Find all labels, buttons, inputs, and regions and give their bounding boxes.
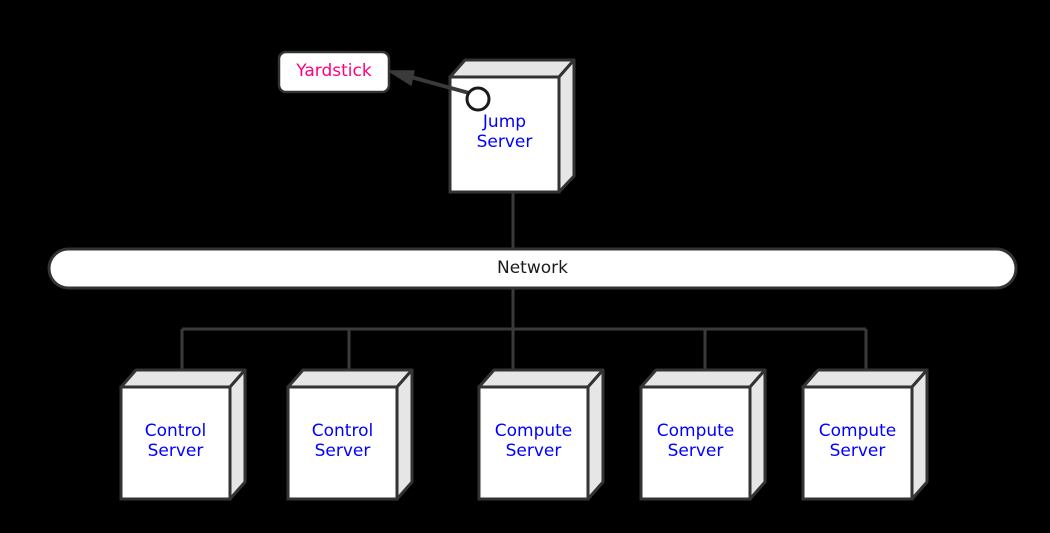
jump-server-node[interactable]: [448, 58, 576, 194]
server-5-top-face: [801, 368, 929, 389]
yardstick-node[interactable]: [277, 50, 391, 94]
server-node-4[interactable]: [639, 368, 767, 501]
connectors-group: [180, 192, 868, 372]
server-node-3[interactable]: [477, 368, 605, 501]
server-node-5[interactable]: [801, 368, 929, 501]
server-5-side-face: [910, 368, 929, 501]
server-node-2[interactable]: [286, 368, 414, 501]
server-4-top-face: [639, 368, 767, 389]
server-2-top-face: [286, 368, 414, 389]
provided-interface-circle-icon: [465, 86, 491, 112]
yardstick-interface-connector: [388, 70, 491, 112]
server-3-front-face: [477, 385, 590, 501]
network-bar-shape: [47, 247, 1018, 290]
server-1-front-face: [119, 385, 232, 501]
server-3-side-face: [586, 368, 605, 501]
server-2-front-face: [286, 385, 399, 501]
jump-server-top-face: [448, 58, 576, 79]
network-bar[interactable]: [47, 247, 1018, 290]
server-4-side-face: [748, 368, 767, 501]
server-node-1[interactable]: [119, 368, 247, 501]
server-1-side-face: [228, 368, 247, 501]
server-1-top-face: [119, 368, 247, 389]
server-4-front-face: [639, 385, 752, 501]
yardstick-box-shape: [277, 50, 391, 94]
arrowhead-icon: [388, 70, 415, 86]
server-5-front-face: [801, 385, 914, 501]
server-2-side-face: [395, 368, 414, 501]
jump-server-front-face: [448, 75, 561, 194]
jump-server-side-face: [557, 58, 576, 194]
server-3-top-face: [477, 368, 605, 389]
